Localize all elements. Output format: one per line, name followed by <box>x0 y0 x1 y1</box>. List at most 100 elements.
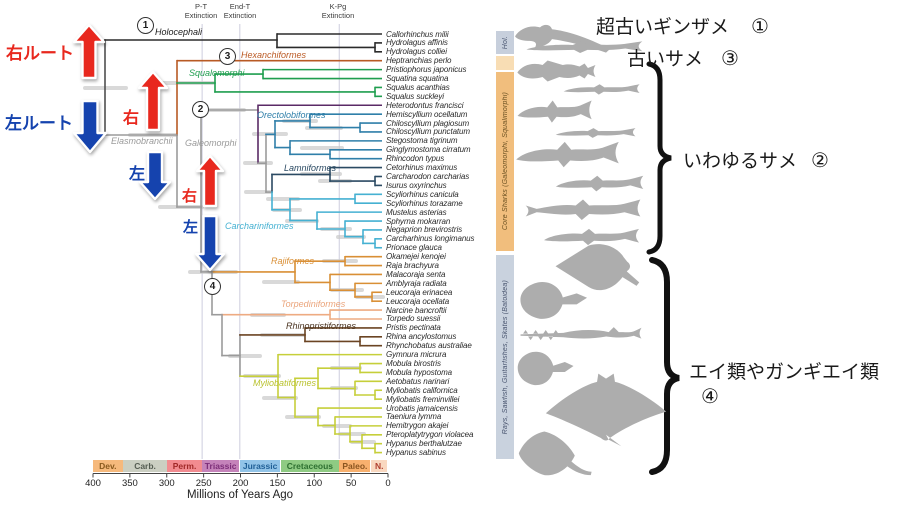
species-label: Myliobatis freminvillei <box>386 394 460 404</box>
brace-rays <box>649 257 680 475</box>
species-label: Scyliorhinus canicula <box>386 189 459 199</box>
species-label: Gymnura micrura <box>386 350 447 360</box>
species-label: Leucoraja erinacea <box>386 287 453 297</box>
geo-period-band: Dev. <box>93 460 123 472</box>
species-label: Chiloscyllium plagiosum <box>386 118 470 128</box>
geo-period-band: N. <box>371 460 388 472</box>
confidence-bar <box>244 190 272 194</box>
time-axis-tick-label: 200 <box>232 478 249 489</box>
extinction-name: End-T <box>229 2 251 11</box>
confidence-bar <box>338 432 366 436</box>
geo-period-band: Jurassic <box>239 460 281 472</box>
species-label: Squalus suckleyi <box>386 91 444 101</box>
roundray-silhouette <box>520 282 588 319</box>
species-label: Heterodontus francisci <box>386 100 464 110</box>
species-label: Mobula birostris <box>386 359 441 369</box>
geo-period-band: Carb. <box>123 460 167 472</box>
confidence-bar <box>262 280 300 284</box>
species-label: Leucoraja ocellata <box>386 296 450 306</box>
shark-silhouette <box>516 141 619 168</box>
label-right-2: 右 <box>123 110 140 127</box>
geo-period-band: Cretaceous <box>281 460 339 472</box>
species-label: Stegostoma tigrinum <box>386 136 458 146</box>
red-up-arrow-elasmo <box>137 70 169 132</box>
species-label: Rhina ancylostomus <box>386 332 457 342</box>
geo-period-band: Perm. <box>167 460 202 472</box>
species-label: Myliobatis californica <box>386 385 458 395</box>
label-right-route: 右ルート <box>6 44 74 63</box>
roundray-silhouette <box>517 351 574 386</box>
species-label: Hemitrygon akajei <box>386 421 449 431</box>
species-label: Squatina squatina <box>386 74 449 84</box>
red-up-arrow-root <box>72 23 106 80</box>
clade-label-hexanchiformes: Hexanchiformes <box>241 50 307 60</box>
species-label: Carcharodon carcharias <box>386 171 470 181</box>
group-bar-hexanchiformes <box>496 56 514 70</box>
clade-label-lamniformes: Lamniformes <box>284 163 337 173</box>
clade-label-orectolobiformes: Orectolobiformes <box>257 110 326 120</box>
time-axis-tick-label: 350 <box>121 478 138 489</box>
clade-label-rajiformes: Rajiformes <box>271 256 315 266</box>
extinction-label-endt: End-T Extinction <box>208 2 272 20</box>
time-axis-tick-label: 400 <box>85 478 101 489</box>
group-bar-core-sharks: Core Sharks (Galeomorphi, Squalimorphi) <box>496 72 514 251</box>
clade-label-elasmobranchii: Elasmobranchii <box>111 136 173 146</box>
annotation-text: 古いサメ <box>627 49 704 70</box>
annotation-text: いわゆるサメ <box>683 151 798 172</box>
shark-silhouette <box>555 128 636 138</box>
extinction-name: K-Pg <box>329 2 347 11</box>
species-label: Scyliorhinus torazame <box>386 198 463 208</box>
species-label: Hypanus sabinus <box>386 448 446 458</box>
clade-label-myliobatiformes: Myliobatiformes <box>253 378 317 388</box>
annotation-text: 超古いギンザメ <box>596 17 730 38</box>
species-label: Mustelus asterias <box>386 207 447 217</box>
skate-silhouette <box>555 244 640 291</box>
extinction-word: Extinction <box>184 10 218 20</box>
hammerhead-silhouette <box>525 199 641 220</box>
species-label: Urobatis jamaicensis <box>386 403 458 413</box>
confidence-bar <box>266 197 300 201</box>
group-bar-label: Hol. <box>501 35 509 50</box>
geo-period-band: Paleo. <box>339 460 371 472</box>
extinction-name: P-T <box>194 2 208 11</box>
time-axis-tick-label: 0 <box>385 478 391 489</box>
extinction-word: Extinction <box>223 10 257 20</box>
label-left-2: 左 <box>129 166 146 183</box>
annotation-text: エイ類やガンギエイ類 <box>689 362 880 383</box>
shark-silhouette <box>544 228 639 246</box>
species-label: Narcine bancroftii <box>386 305 447 315</box>
red-up-arrow-galeo <box>195 154 225 208</box>
species-label: Mobula hypostoma <box>386 367 452 377</box>
species-label: Prionace glauca <box>386 243 442 253</box>
annotation-number: ② <box>811 150 829 172</box>
species-label: Sphyrna mokarran <box>386 216 451 226</box>
time-axis-tick-label: 50 <box>345 478 357 489</box>
group-bar-label: Rays, Sawfish, Guitarfishes, Skates (Bat… <box>501 279 509 435</box>
clade-label-rhinopristiformes: Rhinopristiformes <box>286 321 357 331</box>
species-label: Rhynchobatus australiae <box>386 341 472 351</box>
blue-down-arrow-root <box>72 99 108 154</box>
geo-period-band: Triassic <box>202 460 240 472</box>
species-label: Hydrolagus affinis <box>386 38 448 48</box>
clade-label-carcharhiniformes: Carchariniformes <box>225 221 294 231</box>
clade-label-squalomorphi: Squalomorphi <box>189 68 245 78</box>
species-label: Negaprion brevirostris <box>386 225 463 235</box>
brace-sharks <box>646 61 672 255</box>
angelshark-silhouette <box>517 60 596 82</box>
species-label: Ginglymostoma cirratum <box>386 145 471 155</box>
group-bar-batoidea: Rays, Sawfish, Guitarfishes, Skates (Bat… <box>496 255 514 459</box>
species-label: Pristis pectinata <box>386 323 441 333</box>
label-left-route: 左ルート <box>5 114 73 133</box>
species-label: Taeniura lymma <box>386 412 442 422</box>
sawfish-silhouette <box>520 327 642 341</box>
species-label: Hydrolagus colliei <box>386 47 447 57</box>
group-bar-holocephali: Hol. <box>496 31 514 54</box>
species-label: Okamejei kenojei <box>386 252 446 262</box>
shark-silhouette <box>526 41 643 54</box>
time-axis-tick-label: 250 <box>195 478 212 489</box>
annotation-true-sharks: いわゆるサメ ② <box>683 146 829 173</box>
shark-silhouette <box>517 100 592 123</box>
